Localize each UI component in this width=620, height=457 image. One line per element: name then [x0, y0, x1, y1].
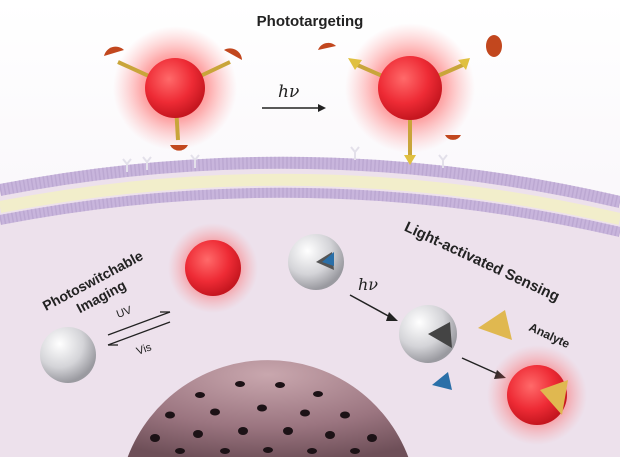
- targeted-nanoparticle: [104, 26, 242, 151]
- released-nanoparticle: [318, 23, 502, 165]
- receptors: [122, 146, 448, 172]
- uv-label: UV: [115, 304, 134, 321]
- hv-label-bottom: hν: [358, 275, 378, 294]
- nucleus: [127, 360, 409, 457]
- caged-sensor: [288, 234, 344, 290]
- hv-label-top: hν: [278, 82, 299, 102]
- reversible-arrows: [107, 311, 171, 346]
- cytoplasm: [0, 162, 620, 457]
- vis-label: Vis: [135, 341, 154, 358]
- arrow-head-icon-2: [386, 312, 398, 321]
- activated-sensor: [399, 305, 457, 363]
- title-phototargeting: Phototargeting: [257, 13, 364, 30]
- sensing-on-particle: [487, 345, 587, 445]
- arrow-head-icon: [318, 104, 326, 112]
- released-blue-fragment: [432, 372, 452, 390]
- analyte-shape: [478, 310, 512, 340]
- fluorescent-on-state-particle: [185, 240, 241, 296]
- arrow-icon: [349, 294, 393, 319]
- cell-membrane: [0, 156, 620, 237]
- off-state-particle: [40, 327, 96, 383]
